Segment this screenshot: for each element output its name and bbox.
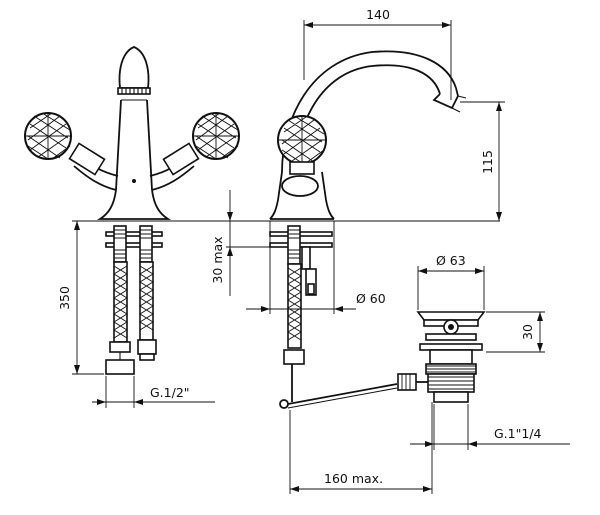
hose-nut bbox=[105, 359, 135, 375]
dim-spout-height: 115 bbox=[480, 150, 495, 174]
dim-waste-diameter: Ø 63 bbox=[436, 253, 466, 268]
base-diameter-dimension: Ø 60 bbox=[246, 221, 386, 314]
crystal-handle-icon bbox=[24, 112, 72, 160]
spout-cap bbox=[118, 46, 150, 89]
crystal-handle-icon bbox=[277, 115, 327, 165]
pop-up-rod bbox=[287, 383, 398, 405]
left-handle-neck bbox=[68, 142, 106, 176]
rod-length-dimension: 160 max. bbox=[289, 402, 433, 494]
spout-reach-dimension: 140 bbox=[303, 7, 452, 100]
waste-height-dimension: 30 bbox=[486, 311, 545, 353]
dim-waste-height: 30 bbox=[520, 324, 535, 340]
flexible-hose bbox=[113, 261, 128, 343]
waste-diameter-dimension: Ø 63 bbox=[417, 253, 485, 310]
dim-deck-thickness: 30 max bbox=[210, 236, 225, 283]
side-body bbox=[269, 171, 335, 220]
dim-waste-thread: G.1"1/4 bbox=[494, 426, 542, 441]
hose-thread-dimension: G.1/2" bbox=[92, 376, 215, 408]
dim-spout-reach: 140 bbox=[366, 7, 390, 22]
mixer-base bbox=[96, 189, 172, 220]
body-column bbox=[115, 99, 153, 191]
flexible-hose bbox=[287, 263, 302, 349]
dim-rod-length: 160 max. bbox=[324, 471, 383, 486]
crystal-handle-icon bbox=[192, 112, 240, 160]
spout-nozzle bbox=[432, 87, 459, 110]
waste-thread-dimension: G.1"1/4 bbox=[410, 404, 570, 450]
dim-hose-length: 350 bbox=[57, 286, 72, 310]
spout-height-dimension: 115 bbox=[460, 101, 505, 221]
fixing-plate bbox=[105, 231, 163, 237]
right-handle-neck bbox=[162, 142, 200, 176]
hose-length-dimension: 350 bbox=[57, 220, 104, 375]
flexible-hose bbox=[139, 261, 154, 341]
dim-hose-thread: G.1/2" bbox=[150, 385, 190, 400]
pop-up-waste-icon bbox=[397, 311, 486, 403]
front-view bbox=[24, 46, 240, 375]
dim-base-diameter: Ø 60 bbox=[356, 291, 386, 306]
deck-thickness-dimension: 30 max bbox=[210, 190, 270, 296]
